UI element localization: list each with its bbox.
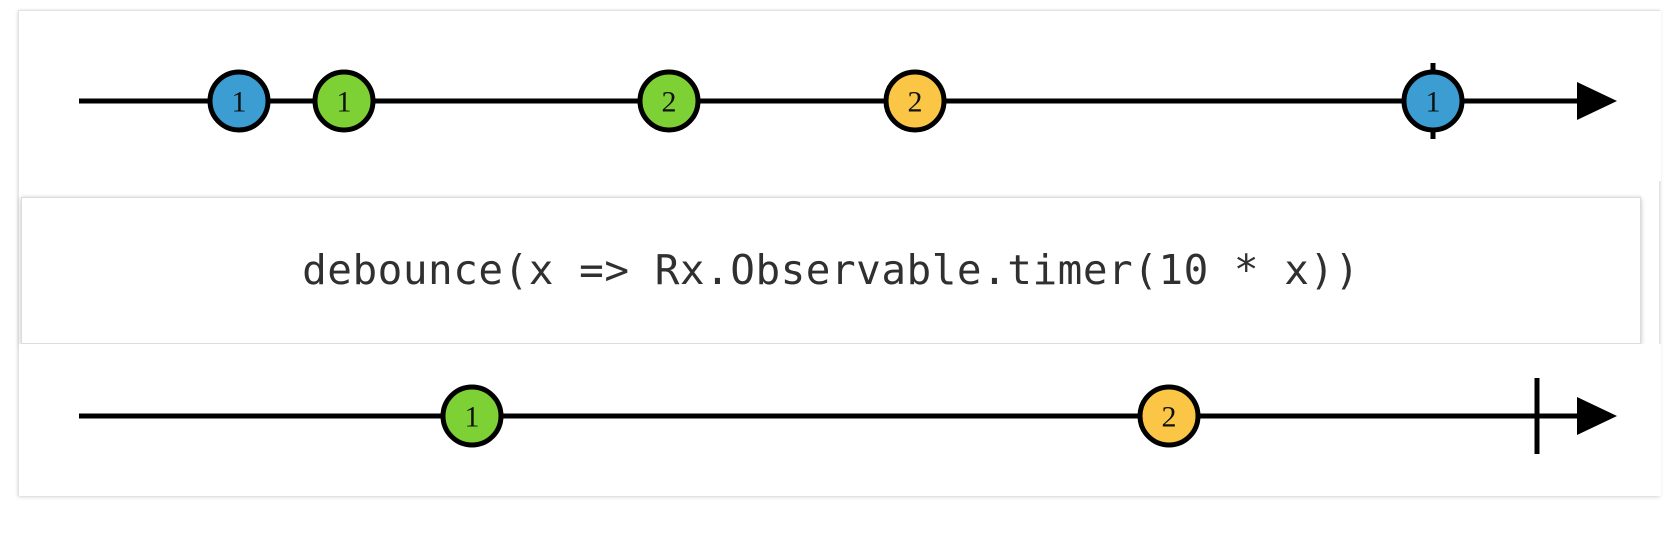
marble-value-label: 2 <box>1162 401 1177 434</box>
output-marble[interactable]: 1 <box>440 384 504 448</box>
marble-circle-green <box>637 69 701 133</box>
operator-expression: debounce(x => Rx.Observable.timer(10 * x… <box>302 246 1360 294</box>
input-marble[interactable]: 2 <box>883 69 947 133</box>
input-arrow-head-icon <box>1577 82 1617 120</box>
marble-circle-blue <box>1401 69 1465 133</box>
marble-value-label: 1 <box>337 86 352 119</box>
input-timeline[interactable]: 1 1 2 2 1 <box>61 11 1617 181</box>
marble-circle-yellow <box>1137 384 1201 448</box>
marble-value-label: 2 <box>908 86 923 119</box>
operator-box[interactable]: debounce(x => Rx.Observable.timer(10 * x… <box>21 197 1641 344</box>
marble-circle-green <box>440 384 504 448</box>
marble-value-label: 1 <box>1426 86 1441 119</box>
input-timeline-row: 1 1 2 2 1 <box>19 11 1661 181</box>
marble-value-label: 1 <box>232 86 247 119</box>
marble-value-label: 1 <box>465 401 480 434</box>
marble-circle-blue <box>207 69 271 133</box>
input-timeline-canvas: 1 1 2 2 1 <box>79 63 1617 139</box>
output-arrow-head-icon <box>1577 397 1617 435</box>
input-marble[interactable]: 1 <box>1401 69 1465 133</box>
input-marble[interactable]: 1 <box>312 69 376 133</box>
output-marble[interactable]: 2 <box>1137 384 1201 448</box>
input-marble[interactable]: 2 <box>637 69 701 133</box>
input-marble[interactable]: 1 <box>207 69 271 133</box>
marble-circle-yellow <box>883 69 947 133</box>
marble-value-label: 2 <box>662 86 677 119</box>
marble-circle-green <box>312 69 376 133</box>
